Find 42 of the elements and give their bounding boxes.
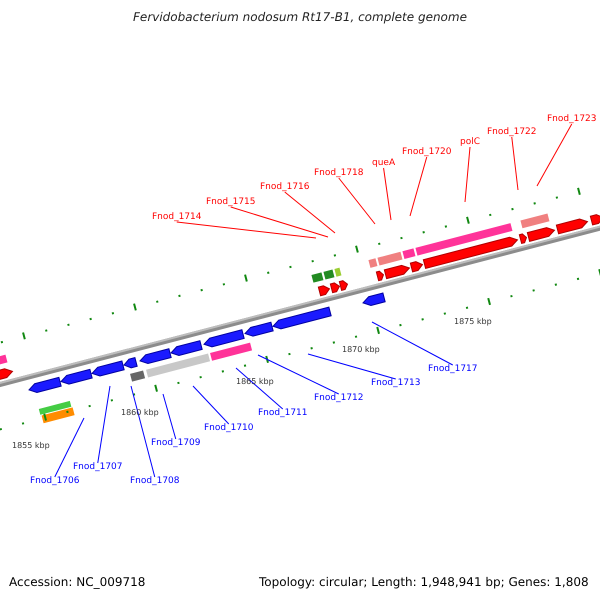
leader-line	[236, 368, 284, 410]
leader-line	[97, 386, 110, 464]
leader-line	[372, 322, 454, 366]
gene-label: Fnod_1713	[371, 379, 421, 388]
gene-label: Fnod_1723	[547, 115, 597, 124]
leader-line	[130, 386, 156, 478]
leader-line	[464, 146, 470, 202]
gene-label: Fnod_1714	[152, 213, 202, 222]
leader-line	[338, 178, 376, 224]
gene-label: queA	[372, 159, 396, 168]
leader-line	[284, 192, 336, 234]
scale-label: 1875 kbp	[454, 318, 492, 326]
gene-label: Fnod_1711	[258, 409, 308, 418]
leader-line	[230, 206, 328, 238]
gene-label: Fnod_1716	[260, 183, 310, 192]
gene-label: Fnod_1707	[73, 463, 123, 472]
leader-line	[162, 394, 176, 440]
gene-label: Fnod_1720	[402, 148, 452, 157]
gene-label: Fnod_1722	[487, 128, 537, 137]
leader-line	[308, 354, 396, 380]
leader-line	[511, 136, 518, 190]
gene-label: Fnod_1708	[130, 477, 180, 486]
gene-label: Fnod_1712	[314, 394, 364, 403]
gene-label: Fnod_1715	[206, 198, 256, 207]
leader-line	[258, 354, 340, 394]
leader-line	[536, 124, 572, 186]
footer-text: Topology: circular; Length: 1,948,941 bp; Genes: 1,808	[259, 576, 589, 588]
leader-line	[54, 418, 84, 478]
leader-line	[176, 222, 316, 238]
scale-label: 1855 kbp	[12, 442, 50, 450]
gene-label: Fnod_1717	[428, 365, 478, 374]
leader-line	[410, 156, 428, 216]
diagram-title: Fervidobacterium nodosum Rt17-B1, complete genome	[132, 11, 468, 23]
leader-line	[192, 386, 230, 424]
leader-line	[383, 168, 392, 220]
gene-label: Fnod_1718	[314, 169, 364, 178]
gene-label: Fnod_1710	[204, 424, 254, 433]
gene-label: polC	[460, 138, 480, 147]
gene-label: Fnod_1709	[151, 439, 201, 448]
footer-text: Accession: NC_009718	[9, 576, 146, 588]
scale-label: 1870 kbp	[342, 346, 380, 354]
gene-label: Fnod_1706	[30, 477, 80, 486]
